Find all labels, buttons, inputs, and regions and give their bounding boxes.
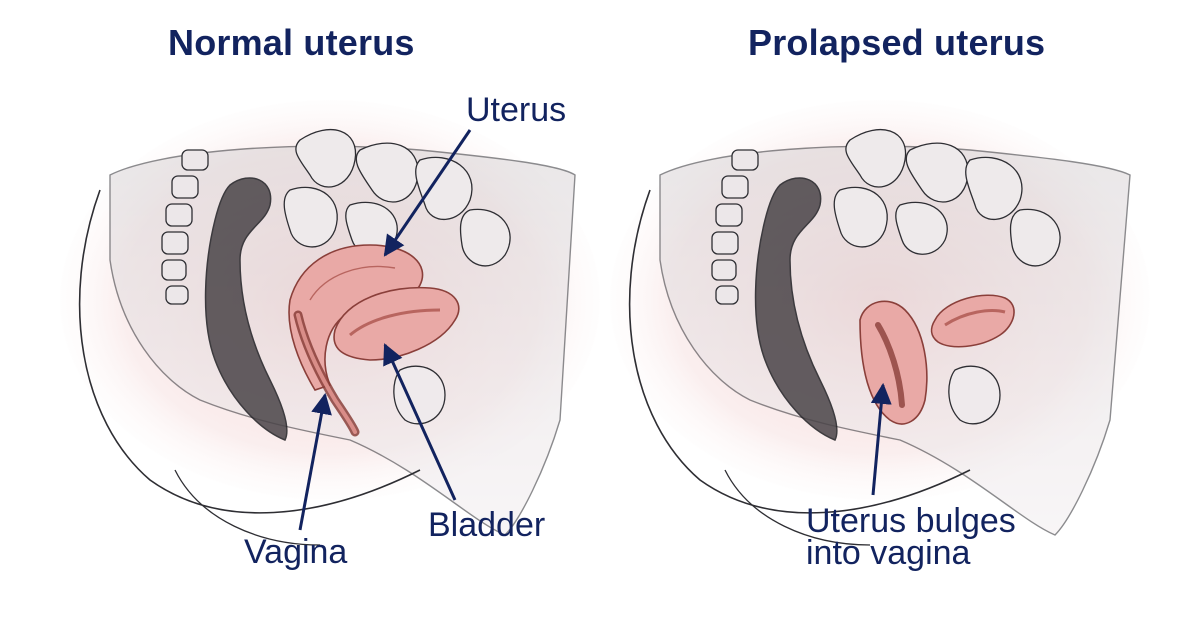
arrow-bladder	[383, 343, 457, 501]
right-intestines	[833, 129, 1061, 267]
right-sacrum	[711, 149, 759, 305]
label-vagina: Vagina	[244, 533, 348, 571]
right-thigh	[628, 189, 971, 514]
arrow-vagina	[298, 392, 332, 531]
right-bladder	[930, 294, 1015, 348]
right-pelvis-illustration	[610, 100, 1150, 546]
left-pubic-bone	[393, 365, 446, 425]
label-bladder: Bladder	[428, 506, 546, 544]
right-panel-title: Prolapsed uterus	[748, 22, 1046, 63]
left-sacrum	[161, 149, 209, 305]
right-pubic-bone	[948, 365, 1001, 425]
left-pelvis-illustration	[60, 100, 600, 546]
left-panel-title: Normal uterus	[168, 22, 415, 63]
arrow-uterus	[383, 129, 472, 257]
left-thigh	[78, 189, 421, 514]
label-bulge-line2: into vagina	[806, 534, 971, 572]
left-bladder	[333, 286, 460, 361]
label-bulge-line1: Uterus bulges	[806, 502, 1016, 540]
label-uterus: Uterus	[466, 91, 567, 129]
annotation-arrows	[298, 129, 892, 531]
left-rectum	[204, 177, 288, 441]
right-rectum	[754, 177, 838, 441]
arrow-bulge	[870, 382, 892, 496]
